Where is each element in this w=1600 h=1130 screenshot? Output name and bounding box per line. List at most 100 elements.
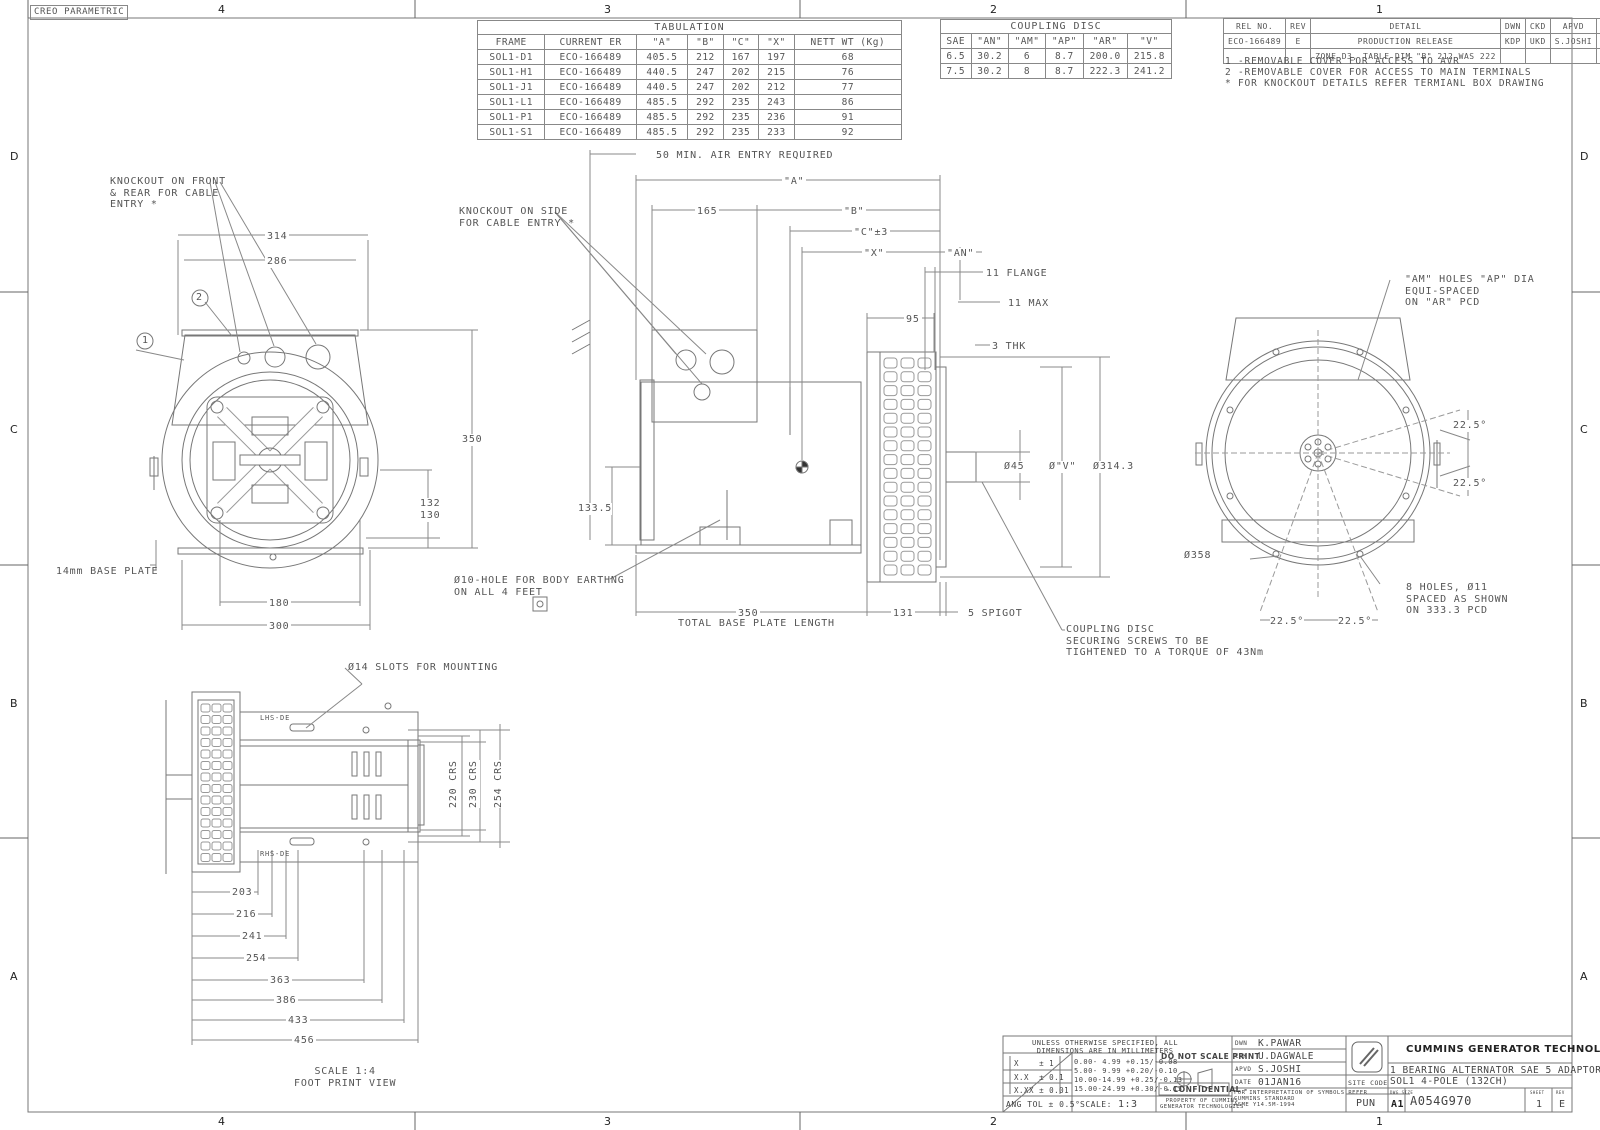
coupling-disc-header-5: "V" [1126,33,1173,49]
zone-left-c: C [10,423,18,436]
tabulation-cell: 212 [687,49,724,65]
footprint-grille-slot [211,715,222,724]
zone-top-3: 3 [604,3,611,16]
note-1: 1 -REMOVABLE COVER FOR ACCESS TO AVR [1225,56,1460,67]
dim-95: 95 [904,314,922,326]
tabulation-cell: 235 [722,109,760,125]
dim-386: 386 [274,995,299,1007]
zone-right-a: A [1580,970,1588,983]
coupling-disc-cell: 30.2 [970,63,1009,79]
tb-chk-label: CHK [1235,1053,1248,1060]
footprint-grille-slot [211,795,222,805]
zone-bottom-3: 3 [604,1115,611,1128]
coupling-disc-cell: 8 [1007,63,1047,79]
dim-133-5: 133.5 [578,503,613,515]
tb-tolerance-head: UNLESS OTHERWISE SPECIFIED, ALL DIMENSIO… [1032,1039,1179,1055]
label-flange: 11 FLANGE [986,268,1048,279]
revision-cell: S.JOSHI [1549,33,1598,49]
revision-cell: UKD [1524,33,1551,49]
tb-tol-right-2: 5.00- 9.99 +0.20/-0.10 [1074,1067,1178,1075]
coupling-disc-cell: 215.8 [1126,48,1173,64]
dim-203: 203 [230,887,255,899]
note-2: 2 -REMOVABLE COVER FOR ACCESS TO MAIN TE… [1225,67,1532,78]
coupling-disc-cell: 6.5 [940,48,972,64]
tabulation-cell: 92 [793,124,903,140]
rev-blank [1524,48,1551,64]
tabulation-cell: 243 [758,94,795,110]
revision-header-6: DATE [1596,18,1600,34]
grille-slot [900,426,915,438]
dim-358: Ø358 [1184,550,1212,562]
tabulation-cell: 202 [722,64,760,80]
grille-slot [917,426,932,438]
grille-slot [883,523,898,535]
footprint-grille-slot [222,726,233,736]
label-knockout-side: KNOCKOUT ON SIDE FOR CABLE ENTRY * [459,206,575,229]
zone-top-2: 2 [990,3,997,16]
footprint-grille-slot [211,772,222,782]
footprint-grille-slot [222,795,233,805]
tabulation-cell: 77 [793,79,903,95]
coupling-disc-cell: 8.7 [1045,48,1084,64]
company-logo-icon [1351,1041,1383,1073]
dim-363: 363 [268,975,293,987]
coupling-disc-cell: 6 [1007,48,1047,64]
label-base-plate: 14mm BASE PLATE [56,566,159,577]
dim-300: 300 [267,621,292,633]
callout-1: 1 [142,335,149,346]
grille-slot [883,371,898,383]
zone-top-4: 4 [218,3,225,16]
zone-bottom-4: 4 [218,1115,225,1128]
footprint-grille-slot [200,841,211,851]
grille-slot [917,412,932,424]
label-total-base: TOTAL BASE PLATE LENGTH [678,618,835,629]
tabulation-cell: 86 [793,94,903,110]
revision-table: REL NO.REVDETAILDWNCKDAPVDDATE ECO-16648… [1222,18,1600,64]
tabulation-header-3: "B" [687,34,724,50]
revision-header-0: REL NO. [1222,18,1287,34]
footprint-grille-slot [222,784,233,793]
grille-slot [917,440,932,452]
footprint-grille-slot [211,726,222,736]
grille-slot [917,536,932,548]
footprint-grille-slot [200,784,211,793]
tabulation-cell: ECO-166489 [544,64,637,80]
tabulation-cell: 91 [793,109,903,125]
grille-slot [900,371,915,383]
zone-right-b: B [1580,697,1588,710]
dim-x: "X" [862,248,887,260]
tb-dwg-size: A1 [1391,1099,1405,1110]
footprint-grille-slot [222,772,233,782]
tb-interp: FOR INTERPRETATION OF SYMBOLS REFER CUMM… [1234,1090,1368,1108]
dim-a: "A" [782,176,807,188]
tabulation-cell: 292 [687,109,724,125]
footprint-grille-slot [211,738,222,747]
tb-rev-label: REV [1556,1090,1565,1095]
coupling-disc-header-4: "AR" [1082,33,1128,49]
dim-45: Ø45 [1004,461,1025,473]
coupling-disc-header-0: SAE [940,33,972,49]
dim-b: "B" [842,206,867,218]
tb-desc-1: 1 BEARING ALTERNATOR SAE 5 ADAPTOR [1390,1065,1600,1076]
tb-apvd: S.JOSHI [1258,1064,1302,1075]
footprint-grille-slot [200,726,211,736]
footprint-grille-slot [200,738,211,747]
tb-site-code-label: SITE CODE [1348,1079,1388,1087]
tb-ang-tol: ANG TOL ± 0.5° [1006,1100,1081,1109]
footprint-grille-slot [200,715,211,724]
dim-254-crs: 254 CRS [493,760,505,808]
revision-header-4: CKD [1524,18,1551,34]
angle-22-5-c: 22.5° [1270,616,1305,628]
tabulation-cell: SOL1-D1 [476,49,546,65]
tabulation-cell: 197 [758,49,795,65]
dim-131: 131 [891,608,916,620]
footprint-grille-slot [211,830,222,839]
tabulation-cell: 233 [758,124,795,140]
tabulation-cell: ECO-166489 [544,49,637,65]
tabulation-cell: 440.5 [635,64,689,80]
